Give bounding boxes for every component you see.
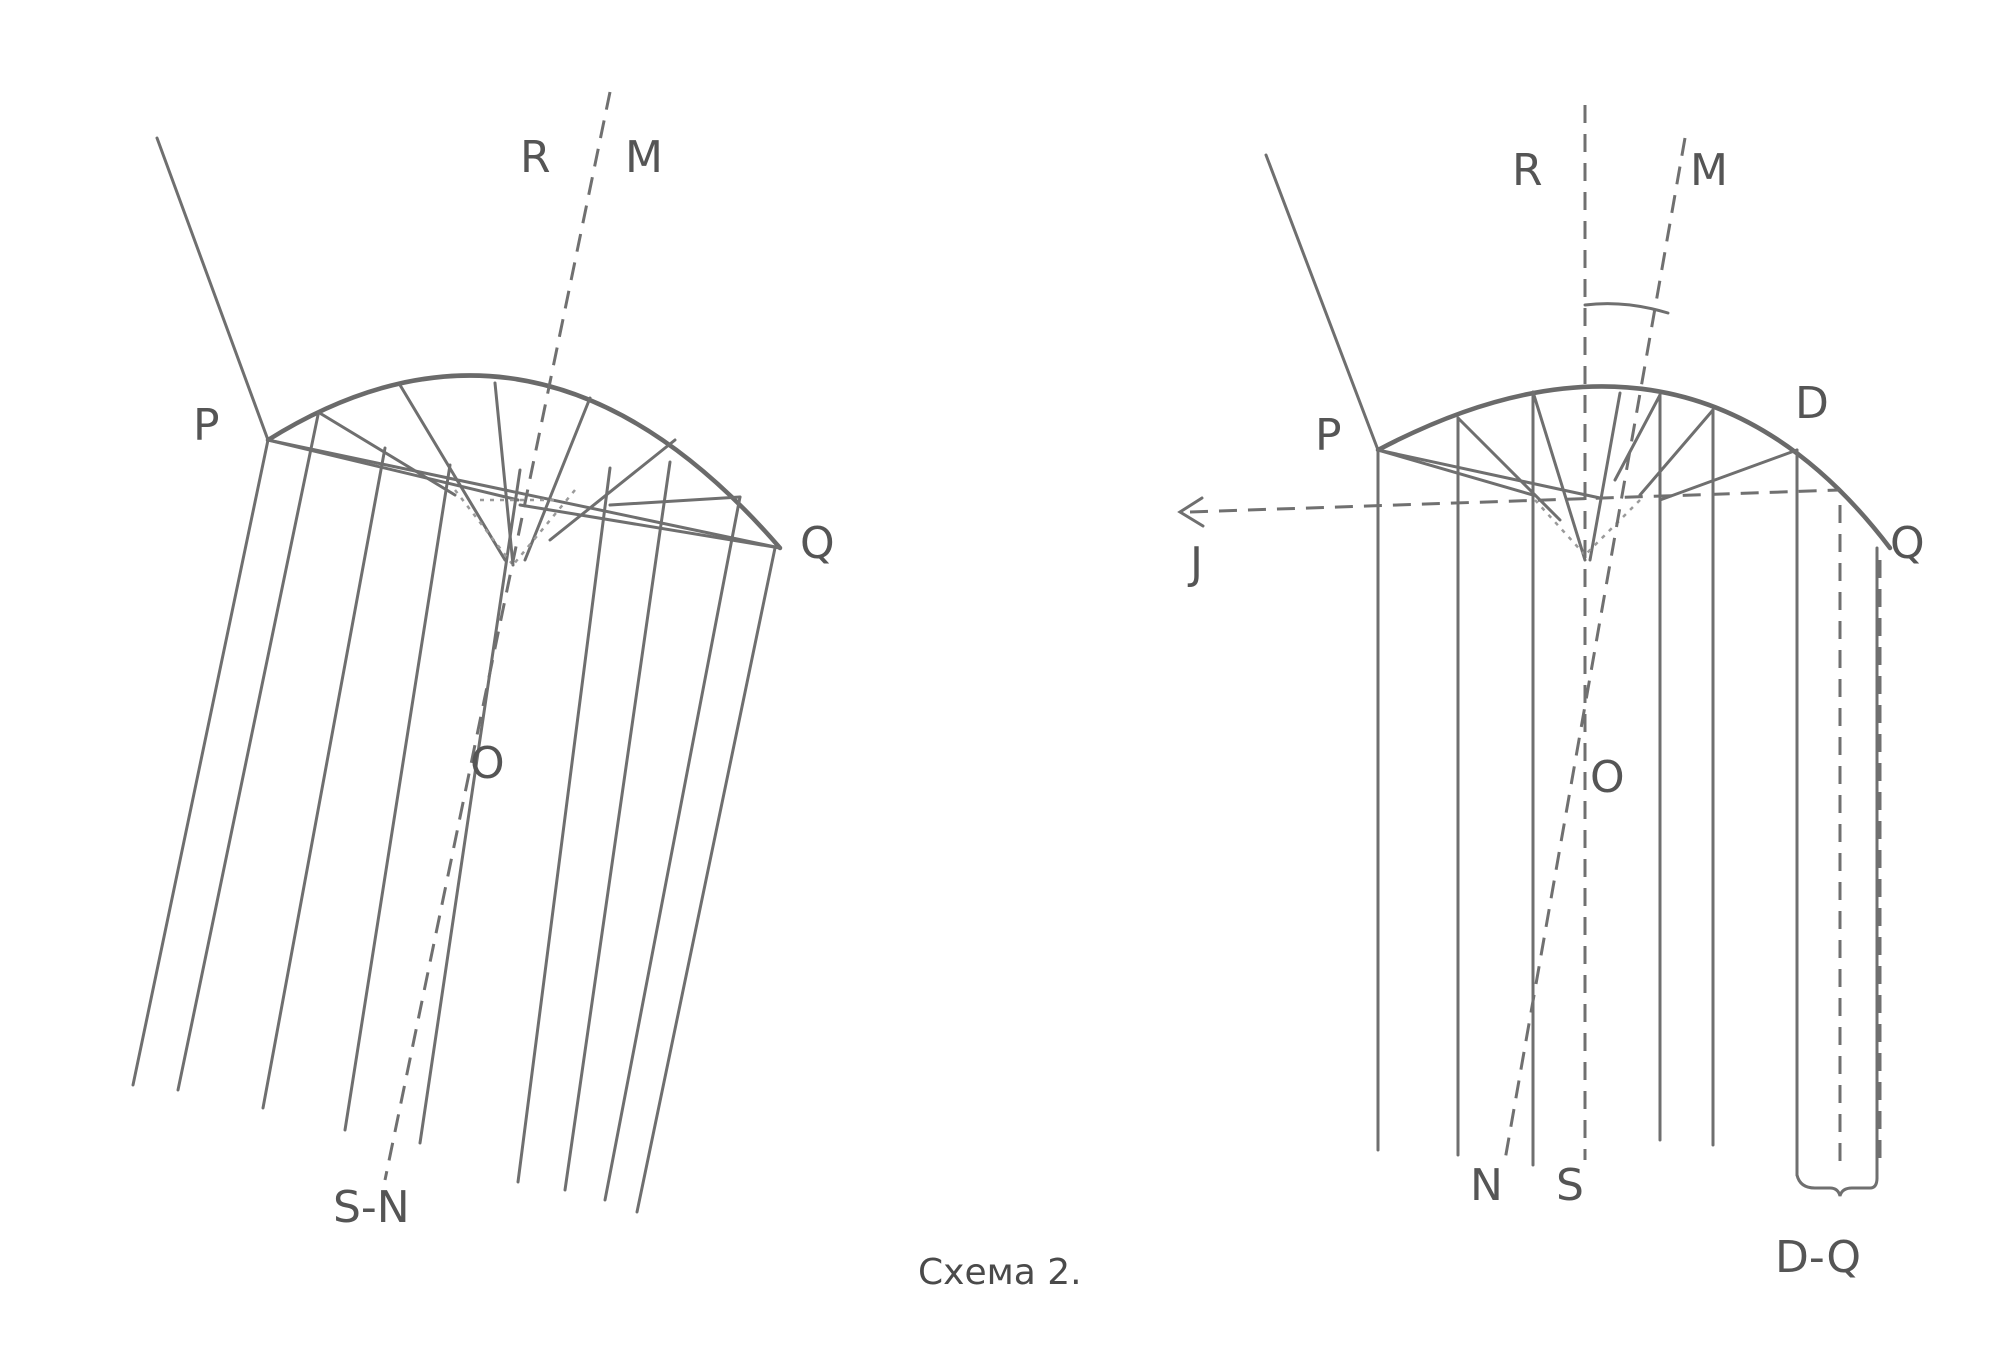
- right-label-dq: D-Q: [1775, 1232, 1861, 1283]
- right-label-p: P: [1315, 410, 1342, 461]
- right-chords: [1376, 448, 1602, 500]
- left-stem-line: [155, 136, 270, 442]
- left-label-sn: S-N: [333, 1182, 410, 1233]
- right-dq-brace: [1795, 1173, 1879, 1197]
- right-label-o: O: [1590, 752, 1625, 803]
- right-label-q: Q: [1890, 518, 1925, 569]
- right-label-d: D: [1795, 378, 1829, 429]
- right-label-s: S: [1556, 1160, 1584, 1211]
- right-convergence: [1534, 499, 1641, 556]
- left-chords: [266, 438, 782, 550]
- right-fan-lines: [1456, 390, 1799, 562]
- right-stem-line: [1264, 153, 1380, 452]
- figure-caption: Схема 2.: [918, 1252, 1082, 1293]
- right-angle-arc: [1583, 302, 1670, 315]
- right-j-arrowhead: [1177, 496, 1205, 528]
- right-label-r: R: [1512, 145, 1543, 196]
- left-convergence: [454, 489, 576, 566]
- right-vertical-rays: [1376, 390, 1879, 1180]
- right-label-j: J: [1187, 538, 1203, 589]
- left-label-q: Q: [800, 518, 835, 569]
- left-label-o: O: [470, 738, 505, 789]
- left-axis-dashed: [383, 91, 612, 1181]
- right-figure: [1177, 105, 1893, 1197]
- right-label-n: N: [1470, 1160, 1503, 1211]
- left-label-m: M: [625, 132, 663, 183]
- right-mirror-arc: [1375, 384, 1893, 551]
- left-mirror-arc: [265, 373, 783, 551]
- left-label-p: P: [193, 400, 220, 451]
- right-label-m: M: [1690, 145, 1728, 196]
- left-label-r: R: [520, 132, 551, 183]
- left-parallel-rays: [131, 413, 777, 1214]
- left-figure: [131, 91, 783, 1214]
- right-j-dashed-line: [1189, 488, 1841, 514]
- left-fan-lines: [316, 381, 742, 567]
